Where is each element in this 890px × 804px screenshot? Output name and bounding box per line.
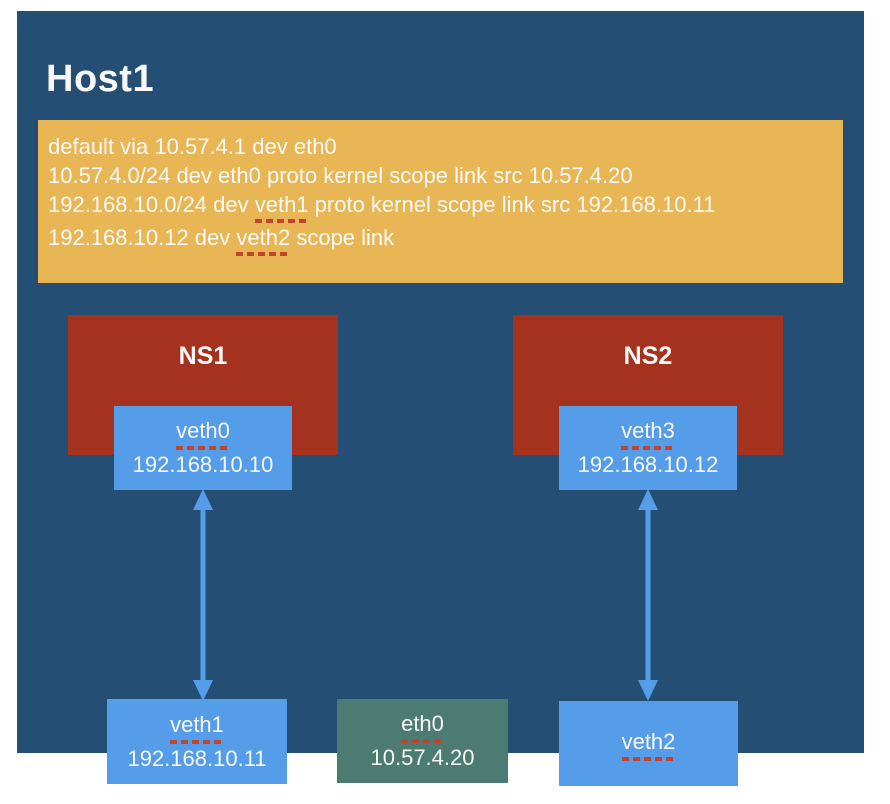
veth2-box: veth2 [559, 701, 738, 786]
route-text: scope link [290, 225, 395, 250]
route-dev-veth2: veth2 [236, 223, 291, 256]
route-line-default: default via 10.57.4.1 dev eth0 [48, 132, 833, 161]
veth0-ip: 192.168.10.10 [132, 452, 274, 477]
routing-table: default via 10.57.4.1 dev eth0 10.57.4.0… [38, 120, 843, 283]
route-line-subnet-eth0: 10.57.4.0/24 dev eth0 proto kernel scope… [48, 161, 833, 190]
veth1-ip: 192.168.10.11 [127, 745, 267, 771]
route-text: 192.168.10.12 dev [48, 225, 237, 250]
veth3-name: veth3 [621, 416, 675, 450]
eth0-ip: 10.57.4.20 [370, 745, 475, 770]
eth0-box: eth0 10.57.4.20 [337, 699, 508, 783]
veth0-name: veth0 [176, 416, 230, 450]
veth3-veth2-link-arrow [638, 489, 658, 701]
host1-title: Host1 [46, 58, 155, 100]
veth1-box: veth1 192.168.10.11 [107, 699, 287, 784]
route-text: proto kernel scope link src 192.168.10.1… [308, 192, 716, 217]
veth0-box: veth0 192.168.10.10 [114, 406, 292, 490]
route-line-subnet-veth1: 192.168.10.0/24 dev veth1 proto kernel s… [48, 190, 833, 223]
eth0-name: eth0 [401, 709, 444, 743]
route-text: 10.57.4.0/24 dev eth0 proto kernel scope… [48, 163, 633, 188]
veth2-name: veth2 [621, 726, 676, 761]
veth3-ip: 192.168.10.12 [577, 452, 719, 477]
veth0-veth1-link-arrow [193, 489, 213, 701]
veth3-box: veth3 192.168.10.12 [559, 406, 737, 490]
route-dev-veth1: veth1 [254, 190, 309, 223]
veth1-name: veth1 [170, 709, 224, 744]
route-text: 192.168.10.0/24 dev [48, 192, 255, 217]
route-text: default via 10.57.4.1 dev eth0 [48, 134, 337, 159]
ns2-label: NS2 [623, 342, 673, 370]
route-line-host-veth2: 192.168.10.12 dev veth2 scope link [48, 223, 833, 256]
ns1-label: NS1 [178, 342, 228, 370]
